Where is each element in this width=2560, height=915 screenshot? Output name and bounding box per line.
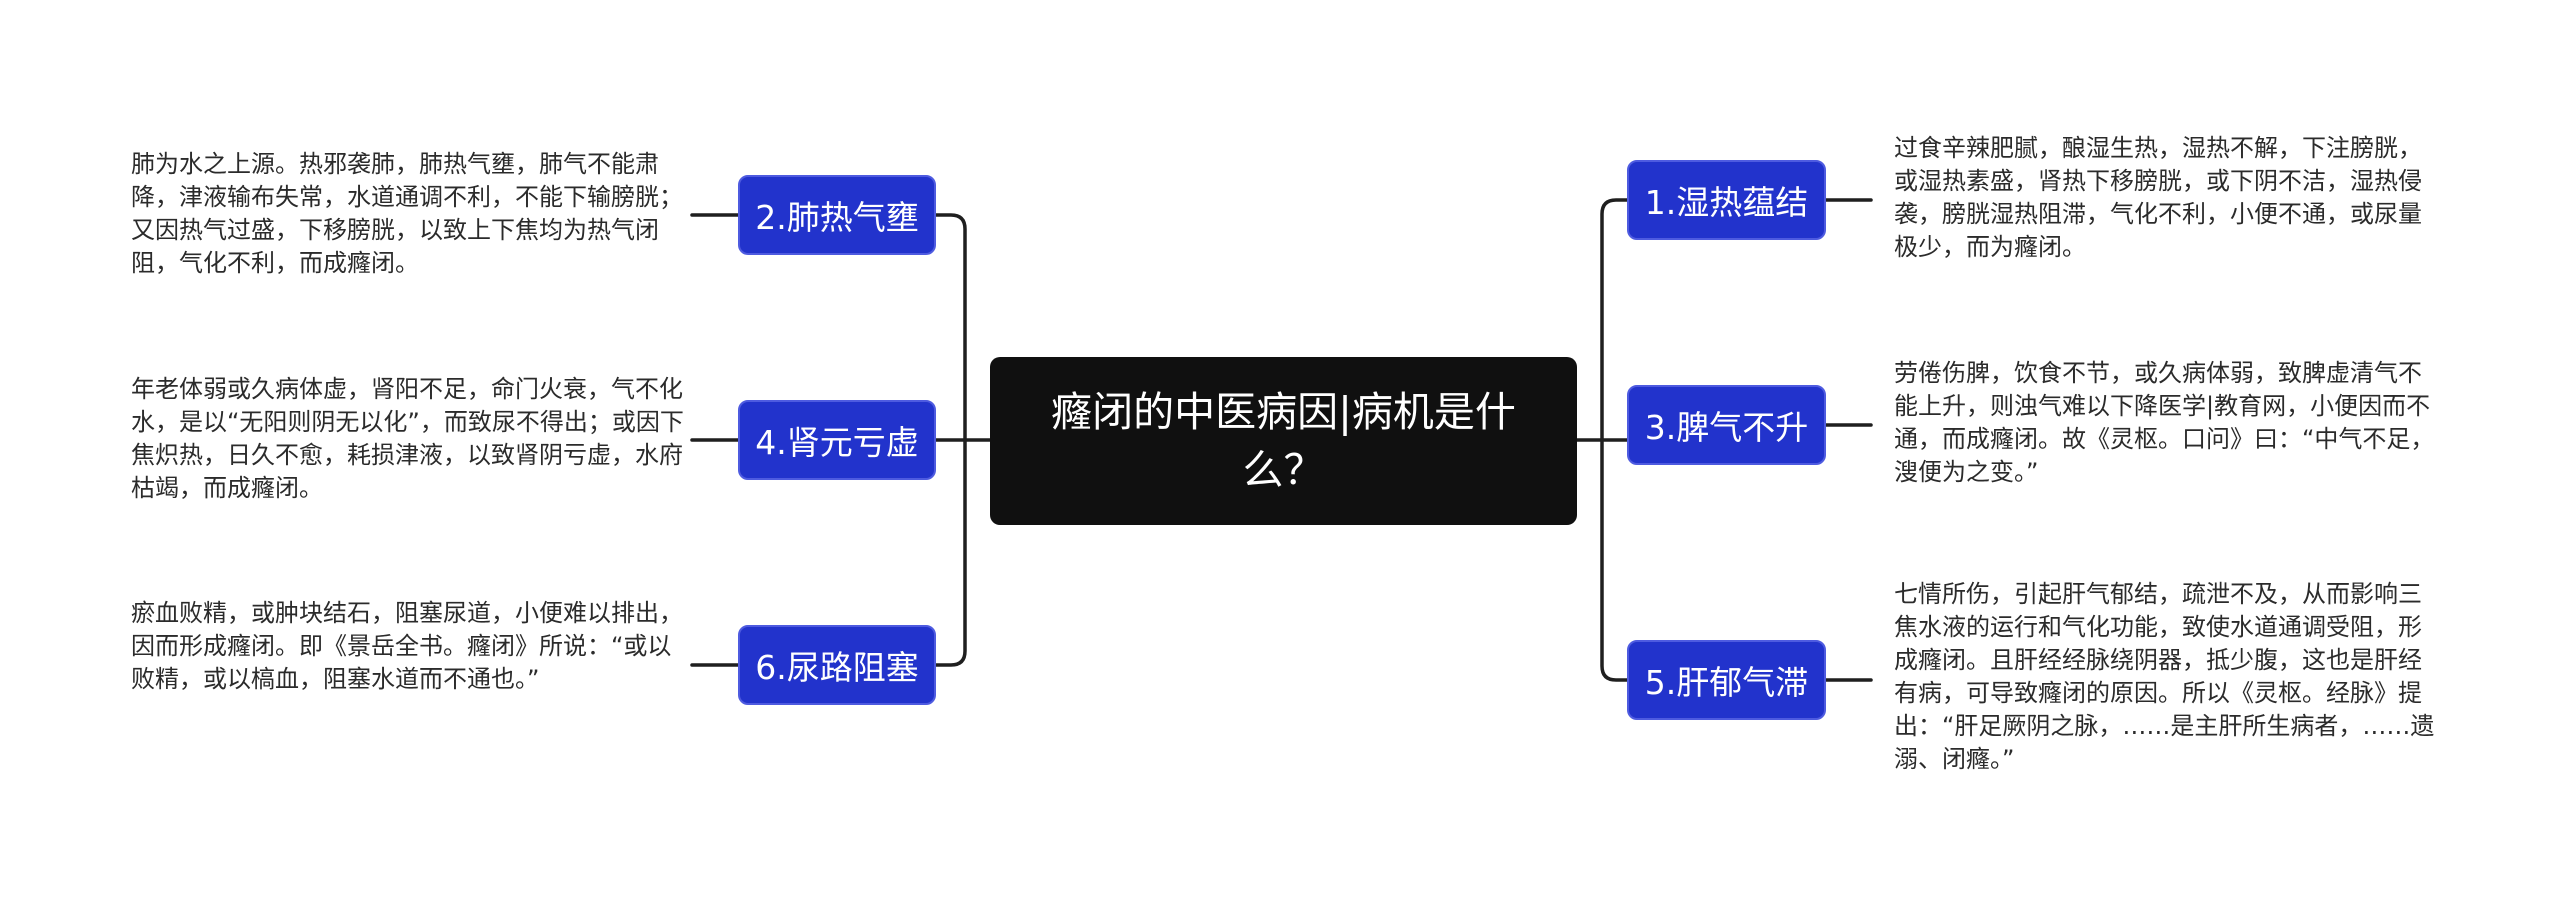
branch-5-note: 七情所伤，引起肝气郁结，疏泄不及，从而影响三焦水液的运行和气化功能，致使水道通调…: [1894, 580, 2435, 773]
branch-2-node[interactable]: 2.肺热气壅: [738, 175, 936, 255]
branch-1-label: 1.湿热蕴结: [1644, 183, 1809, 222]
branch-4-note: 年老体弱或久病体虚，肾阳不足，命门火衰，气不化水，是以“无阳则阴无以化”，而致尿…: [131, 375, 684, 502]
central-topic-label: 癃闭的中医病因|病机是什么？: [1051, 388, 1516, 494]
branch-6-note: 瘀血败精，或肿块结石，阻塞尿道，小便难以排出，因而形成癃闭。即《景岳全书。癃闭》…: [131, 599, 683, 693]
branch-1-node[interactable]: 1.湿热蕴结: [1627, 160, 1826, 240]
branch-3-label: 3.脾气不升: [1644, 408, 1809, 447]
branch-6-label: 6.尿路阻塞: [755, 648, 919, 687]
branch-2-label: 2.肺热气壅: [755, 198, 919, 237]
branch-3-note: 劳倦伤脾，饮食不节，或久病体弱，致脾虚清气不能上升，则浊气难以下降医学|教育网，…: [1894, 359, 2435, 486]
branch-4-label: 4.肾元亏虚: [755, 423, 919, 462]
branch-6-node[interactable]: 6.尿路阻塞: [738, 625, 936, 705]
branch-5-label: 5.肝郁气滞: [1644, 663, 1809, 702]
branch-2-note: 肺为水之上源。热邪袭肺，肺热气壅，肺气不能肃降，津液输布失常，水道通调不利，不能…: [131, 150, 683, 277]
branch-1-note: 过食辛辣肥腻，酿湿生热，湿热不解，下注膀胱，或湿热素盛，肾热下移膀胱，或下阴不洁…: [1894, 134, 2422, 261]
central-topic[interactable]: 癃闭的中医病因|病机是什么？: [990, 357, 1577, 525]
branch-4-node[interactable]: 4.肾元亏虚: [738, 400, 936, 480]
branch-3-node[interactable]: 3.脾气不升: [1627, 385, 1826, 465]
branch-5-node[interactable]: 5.肝郁气滞: [1627, 640, 1826, 720]
